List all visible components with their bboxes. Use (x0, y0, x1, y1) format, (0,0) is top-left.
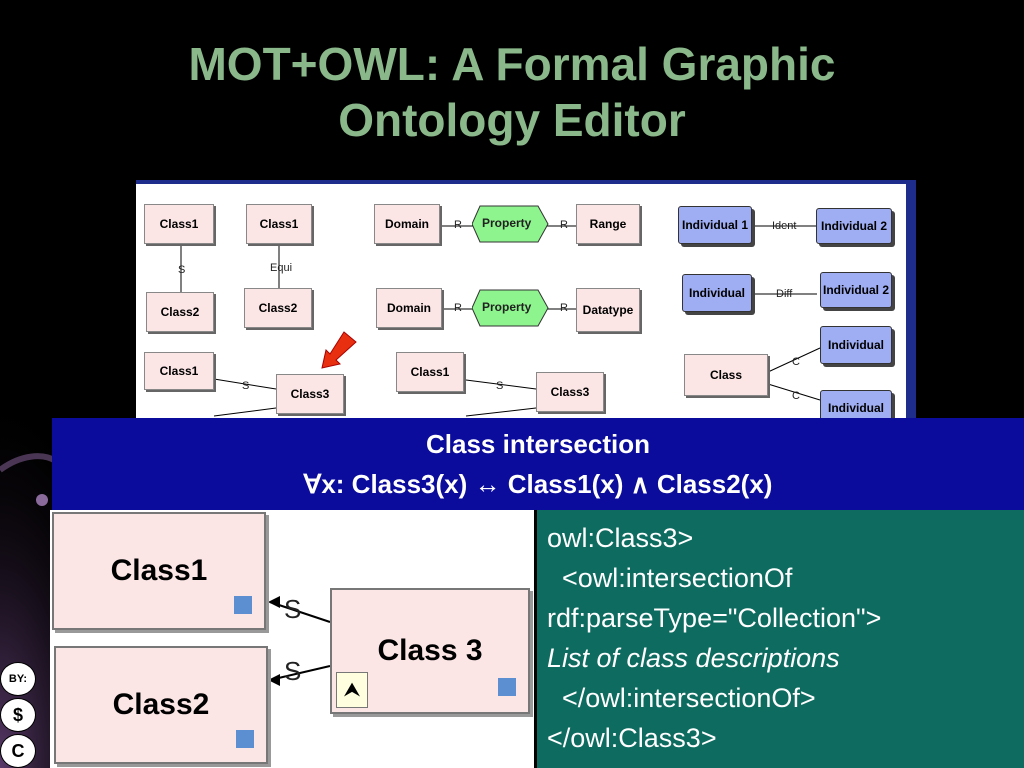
individual-box-c[interactable]: Individual (820, 390, 892, 420)
title-line-2: Ontology Editor (338, 94, 686, 146)
title-line-1: MOT+OWL: A Formal Graphic (188, 38, 836, 90)
range-box[interactable]: Range (576, 204, 640, 244)
zoom-class1-box[interactable]: Class1 (52, 512, 266, 630)
class1-box-c[interactable]: Class1 (144, 352, 214, 390)
individual-box-a[interactable]: Individual (682, 274, 752, 312)
banner-heading: Class intersection (426, 429, 650, 459)
code-line: </owl:Class3> (547, 723, 717, 753)
individual-2-box-b[interactable]: Individual 2 (820, 272, 892, 308)
class3-box-b[interactable]: Class3 (536, 372, 604, 412)
zoom-class2-box[interactable]: Class2 (54, 646, 268, 764)
individual-2-box-a[interactable]: Individual 2 (816, 208, 892, 244)
zoomed-diagram: Class1 Class2 S S Class 3 ⮝ (50, 510, 534, 768)
individual-1-box[interactable]: Individual 1 (678, 206, 752, 244)
class-link-label: C (792, 356, 800, 368)
restriction-label: R (560, 219, 568, 231)
class1-box-d[interactable]: Class1 (396, 352, 464, 392)
property-label-b[interactable]: Property (482, 300, 532, 314)
mot-owl-diagram: Class1 S Class2 Class1 Equi Class2 Class… (136, 180, 916, 420)
diff-link-label: Diff (776, 288, 793, 300)
intersection-arrow-icon: ⮝ (336, 672, 368, 708)
restriction-label: R (454, 302, 462, 314)
banner-formula: ∀x: Class3(x) ↔ Class1(x) ∧ Class2(x) (303, 469, 773, 499)
subclass-link-label: S (178, 264, 186, 276)
code-line: <owl:intersectionOf (547, 563, 793, 593)
class-box[interactable]: Class (684, 354, 768, 396)
subclass-link-label: S (496, 380, 504, 392)
cc-by-icon: BY: (0, 662, 36, 696)
diagram-links (180, 225, 821, 417)
property-label-a[interactable]: Property (482, 216, 532, 230)
equivalence-link-label: Equi (270, 262, 293, 274)
class2-box-b[interactable]: Class2 (244, 288, 312, 328)
class1-box-a[interactable]: Class1 (144, 204, 214, 244)
owl-code-panel: owl:Class3> <owl:intersectionOf rdf:pars… (534, 510, 1024, 768)
class2-box-a[interactable]: Class2 (146, 292, 214, 332)
code-line: List of class descriptions (547, 643, 840, 673)
restriction-label: R (560, 302, 568, 314)
red-arrow-icon (321, 331, 357, 369)
class1-marker-icon (234, 596, 252, 614)
class2-marker-icon (236, 730, 254, 748)
class-intersection-banner: Class intersection ∀x: Class3(x) ↔ Class… (52, 418, 1024, 510)
ident-link-label: Ident (772, 220, 797, 232)
code-line: owl:Class3> (547, 523, 694, 553)
property-hexagon (472, 289, 549, 327)
individual-box-b[interactable]: Individual (820, 326, 892, 364)
page-title: MOT+OWL: A Formal Graphic Ontology Edito… (0, 36, 1024, 148)
class3-box-a[interactable]: Class3 (276, 374, 344, 414)
class3-marker-icon (498, 678, 516, 696)
code-line: </owl:intersectionOf> (547, 683, 816, 713)
zoom-links (268, 596, 331, 686)
class1-box-b[interactable]: Class1 (246, 204, 312, 244)
subclass-link-label: S (242, 380, 250, 392)
datatype-box[interactable]: Datatype (576, 288, 640, 332)
class-link-label: C (792, 390, 800, 402)
domain-box-b[interactable]: Domain (376, 288, 442, 328)
zoom-subclass-label: S (284, 594, 302, 624)
zoom-subclass-label: S (284, 656, 302, 686)
domain-box-a[interactable]: Domain (374, 204, 440, 244)
code-line: rdf:parseType="Collection"> (547, 603, 882, 633)
restriction-label: R (454, 219, 462, 231)
cc-sa-icon: C (0, 734, 36, 768)
cc-nc-icon: $ (0, 698, 36, 732)
property-hexagon (472, 205, 549, 243)
